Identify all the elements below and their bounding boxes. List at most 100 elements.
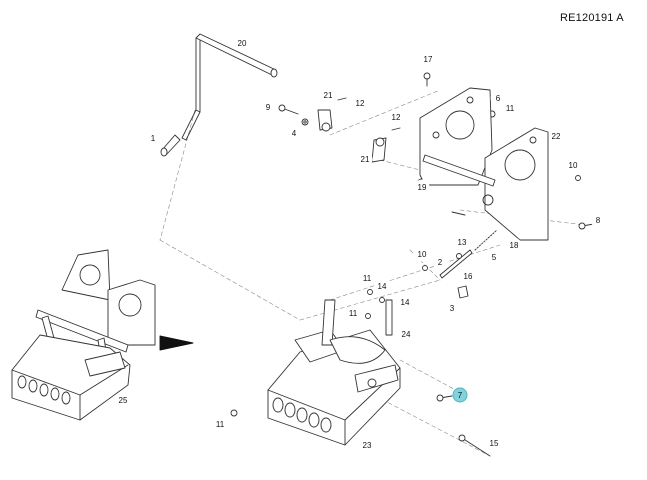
callout-11: 11	[212, 416, 228, 432]
drawing-reference-number: RE120191 A	[560, 12, 624, 24]
handle-rod-part	[181, 33, 278, 141]
callout-bubble	[565, 157, 581, 173]
callout-number: 3	[450, 304, 455, 313]
callout-number: 22	[552, 132, 561, 141]
callout-number: 23	[363, 441, 372, 450]
callout-number: 11	[216, 420, 225, 429]
callout-number: 2	[438, 258, 443, 267]
callout-number: 9	[266, 103, 271, 112]
callout-bubble	[212, 416, 228, 432]
callout-9: 9	[260, 99, 276, 115]
callout-bubble	[432, 254, 448, 270]
callout-bubble	[590, 212, 606, 228]
callout-15: 15	[486, 435, 502, 451]
assembled-view	[11, 249, 156, 421]
callout-bubble	[352, 95, 368, 111]
callout-number: 16	[464, 272, 473, 281]
callout-bubble	[345, 305, 361, 321]
callout-number: 11	[506, 104, 515, 113]
callout-bubble	[398, 326, 414, 342]
nozzle-body-main	[267, 299, 401, 446]
callout-number: 11	[363, 274, 372, 283]
callout-21: 21	[320, 87, 336, 103]
callout-number: 10	[569, 161, 578, 170]
callout-number: 17	[424, 55, 433, 64]
callout-bubble	[502, 100, 518, 116]
callout-bubble	[374, 278, 390, 294]
callout-number: 24	[402, 330, 411, 339]
callout-bubble	[454, 234, 470, 250]
callout-bubble	[397, 294, 413, 310]
callout-bubble	[460, 268, 476, 284]
callout-8: 8	[590, 212, 606, 228]
callout-24: 24	[398, 326, 414, 342]
callout-number: 14	[378, 282, 387, 291]
callout-bubble	[115, 392, 131, 408]
callout-14: 14	[397, 294, 413, 310]
callout-bubble	[359, 437, 375, 453]
callout-number: 7	[458, 391, 463, 400]
callout-16: 16	[460, 268, 476, 284]
callout-number: 15	[490, 439, 499, 448]
callout-3: 3	[444, 300, 460, 316]
callout-number: 21	[324, 91, 333, 100]
callout-2: 2	[432, 254, 448, 270]
callout-number: 21	[361, 155, 370, 164]
callout-bubble	[490, 90, 506, 106]
callout-bubble	[234, 35, 250, 51]
callout-12: 12	[352, 95, 368, 111]
callout-number: 20	[238, 39, 247, 48]
callout-7: 7	[452, 387, 468, 403]
handle-grip-part	[160, 134, 181, 157]
callout-11: 11	[502, 100, 518, 116]
callout-number: 1	[151, 134, 156, 143]
callout-bubble	[388, 109, 404, 125]
callout-number: 8	[596, 216, 601, 225]
callout-bubble	[420, 51, 436, 67]
callout-13: 13	[454, 234, 470, 250]
callout-bubble	[414, 246, 430, 262]
callout-number: 10	[418, 250, 427, 259]
callout-11: 11	[345, 305, 361, 321]
callout-bubble	[486, 435, 502, 451]
side-plate-right	[482, 127, 549, 241]
lever-part-upper	[317, 109, 333, 132]
callout-bubble	[486, 249, 502, 265]
callout-bubble	[357, 151, 373, 167]
cross-shaft	[422, 154, 496, 187]
callout-12: 12	[388, 109, 404, 125]
callout-bubble	[286, 125, 302, 141]
callout-bubble	[260, 99, 276, 115]
callout-bubble	[506, 237, 522, 253]
callout-number: 4	[292, 129, 297, 138]
callout-number: 6	[496, 94, 501, 103]
callout-20: 20	[234, 35, 250, 51]
callout-17: 17	[420, 51, 436, 67]
callout-14: 14	[374, 278, 390, 294]
callout-bubble	[145, 130, 161, 146]
callout-10: 10	[414, 246, 430, 262]
callout-bubble	[452, 387, 468, 403]
callout-21: 21	[357, 151, 373, 167]
callout-number: 11	[349, 309, 358, 318]
callout-6: 6	[490, 90, 506, 106]
callout-number: 5	[492, 253, 497, 262]
callout-number: 18	[510, 241, 519, 250]
callout-bubble	[320, 87, 336, 103]
callout-number: 12	[392, 113, 401, 122]
lever-part-lower	[371, 137, 387, 163]
callout-22: 22	[548, 128, 564, 144]
assembly-direction-arrow	[159, 335, 194, 351]
callout-5: 5	[486, 249, 502, 265]
callout-number: 14	[401, 298, 410, 307]
callout-23: 23	[359, 437, 375, 453]
callout-19: 19	[414, 179, 430, 195]
callout-1: 1	[145, 130, 161, 146]
callout-4: 4	[286, 125, 302, 141]
callout-bubble	[444, 300, 460, 316]
callout-bubble	[548, 128, 564, 144]
callout-number: 13	[458, 238, 467, 247]
callout-11: 11	[359, 270, 375, 286]
